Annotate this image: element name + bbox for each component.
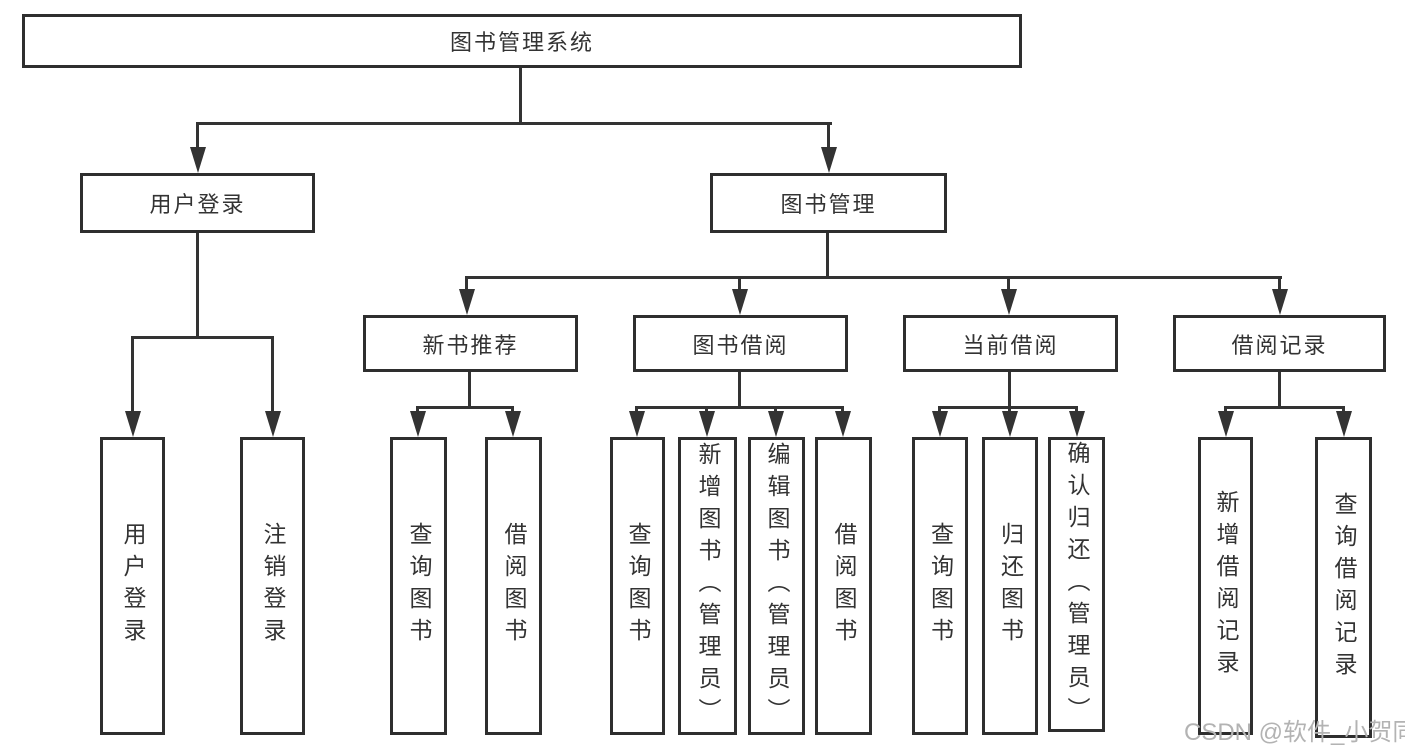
arrowhead	[768, 411, 784, 437]
arrowhead	[932, 411, 948, 437]
connector-root-rail	[196, 122, 832, 125]
leaf-user-login: 用户登录	[100, 437, 165, 735]
arrowhead	[821, 147, 837, 173]
arrowhead	[835, 411, 851, 437]
connector-book-mgmt-rail	[466, 276, 1282, 279]
arrowhead	[1001, 289, 1017, 315]
csdn-watermark: CSDN @软件_小贺同学	[1184, 719, 1405, 746]
node-book-management: 图书管理	[710, 173, 947, 233]
connector-book-mgmt-stem	[826, 233, 829, 276]
arrowhead	[190, 147, 206, 173]
connector-drop	[1008, 406, 1011, 413]
connector-drop	[1278, 276, 1281, 291]
connector-drop	[1342, 406, 1345, 413]
connector-stem	[468, 372, 471, 406]
connector-stem	[1008, 372, 1011, 406]
leaf-edit-book-admin: 编辑图书（管理员）	[748, 437, 805, 735]
leaf-borrow-books-recommend: 借阅图书	[485, 437, 542, 735]
connector-drop	[416, 406, 419, 413]
connector-drop	[938, 406, 941, 413]
leaf-query-books-recommend: 查询图书	[390, 437, 447, 735]
connector-drop	[774, 406, 777, 413]
connector-drop	[511, 406, 514, 413]
arrowhead	[410, 411, 426, 437]
connector-drop	[841, 406, 844, 413]
node-borrow-records: 借阅记录	[1173, 315, 1386, 372]
arrowhead	[459, 289, 475, 315]
leaf-add-borrow-record: 新增借阅记录	[1198, 437, 1253, 735]
connector-user-login-rail	[131, 336, 273, 339]
arrowhead	[1069, 411, 1085, 437]
connector-drop	[1224, 406, 1227, 413]
arrowhead	[125, 411, 141, 437]
arrowhead	[265, 411, 281, 437]
leaf-query-borrow-record: 查询借阅记录	[1315, 437, 1372, 738]
connector-drop	[465, 276, 468, 291]
node-current-borrow: 当前借阅	[903, 315, 1118, 372]
connector-drop	[827, 122, 830, 150]
arrowhead	[629, 411, 645, 437]
connector-drop	[635, 406, 638, 413]
leaf-query-books-current: 查询图书	[912, 437, 968, 735]
node-book-borrow: 图书借阅	[633, 315, 848, 372]
connector-user-login-stem	[196, 233, 199, 336]
connector-root-stem	[519, 68, 522, 122]
node-user-login: 用户登录	[80, 173, 315, 233]
arrowhead	[699, 411, 715, 437]
connector-drop	[705, 406, 708, 413]
connector-stem	[738, 372, 741, 406]
connector-drop	[196, 122, 199, 150]
connector-rail	[416, 406, 514, 409]
arrowhead	[1272, 289, 1288, 315]
leaf-query-books-borrow: 查询图书	[610, 437, 665, 735]
leaf-return-book: 归还图书	[982, 437, 1038, 735]
arrowhead	[1002, 411, 1018, 437]
arrowhead	[732, 289, 748, 315]
arrowhead	[1218, 411, 1234, 437]
leaf-add-book-admin: 新增图书（管理员）	[678, 437, 737, 735]
connector-rail	[1224, 406, 1345, 409]
connector-drop	[1007, 276, 1010, 291]
leaf-borrow-books: 借阅图书	[815, 437, 872, 735]
connector-drop	[271, 336, 274, 413]
connector-stem	[1278, 372, 1281, 406]
arrowhead	[505, 411, 521, 437]
connector-rail	[635, 406, 844, 409]
arrowhead	[1336, 411, 1352, 437]
leaf-logout: 注销登录	[240, 437, 305, 735]
leaf-confirm-return-admin: 确认归还（管理员）	[1048, 437, 1105, 732]
connector-drop	[1075, 406, 1078, 413]
connector-drop	[131, 336, 134, 413]
connector-drop	[738, 276, 741, 291]
node-new-book-recommend: 新书推荐	[363, 315, 578, 372]
node-library-management-system: 图书管理系统	[22, 14, 1022, 68]
